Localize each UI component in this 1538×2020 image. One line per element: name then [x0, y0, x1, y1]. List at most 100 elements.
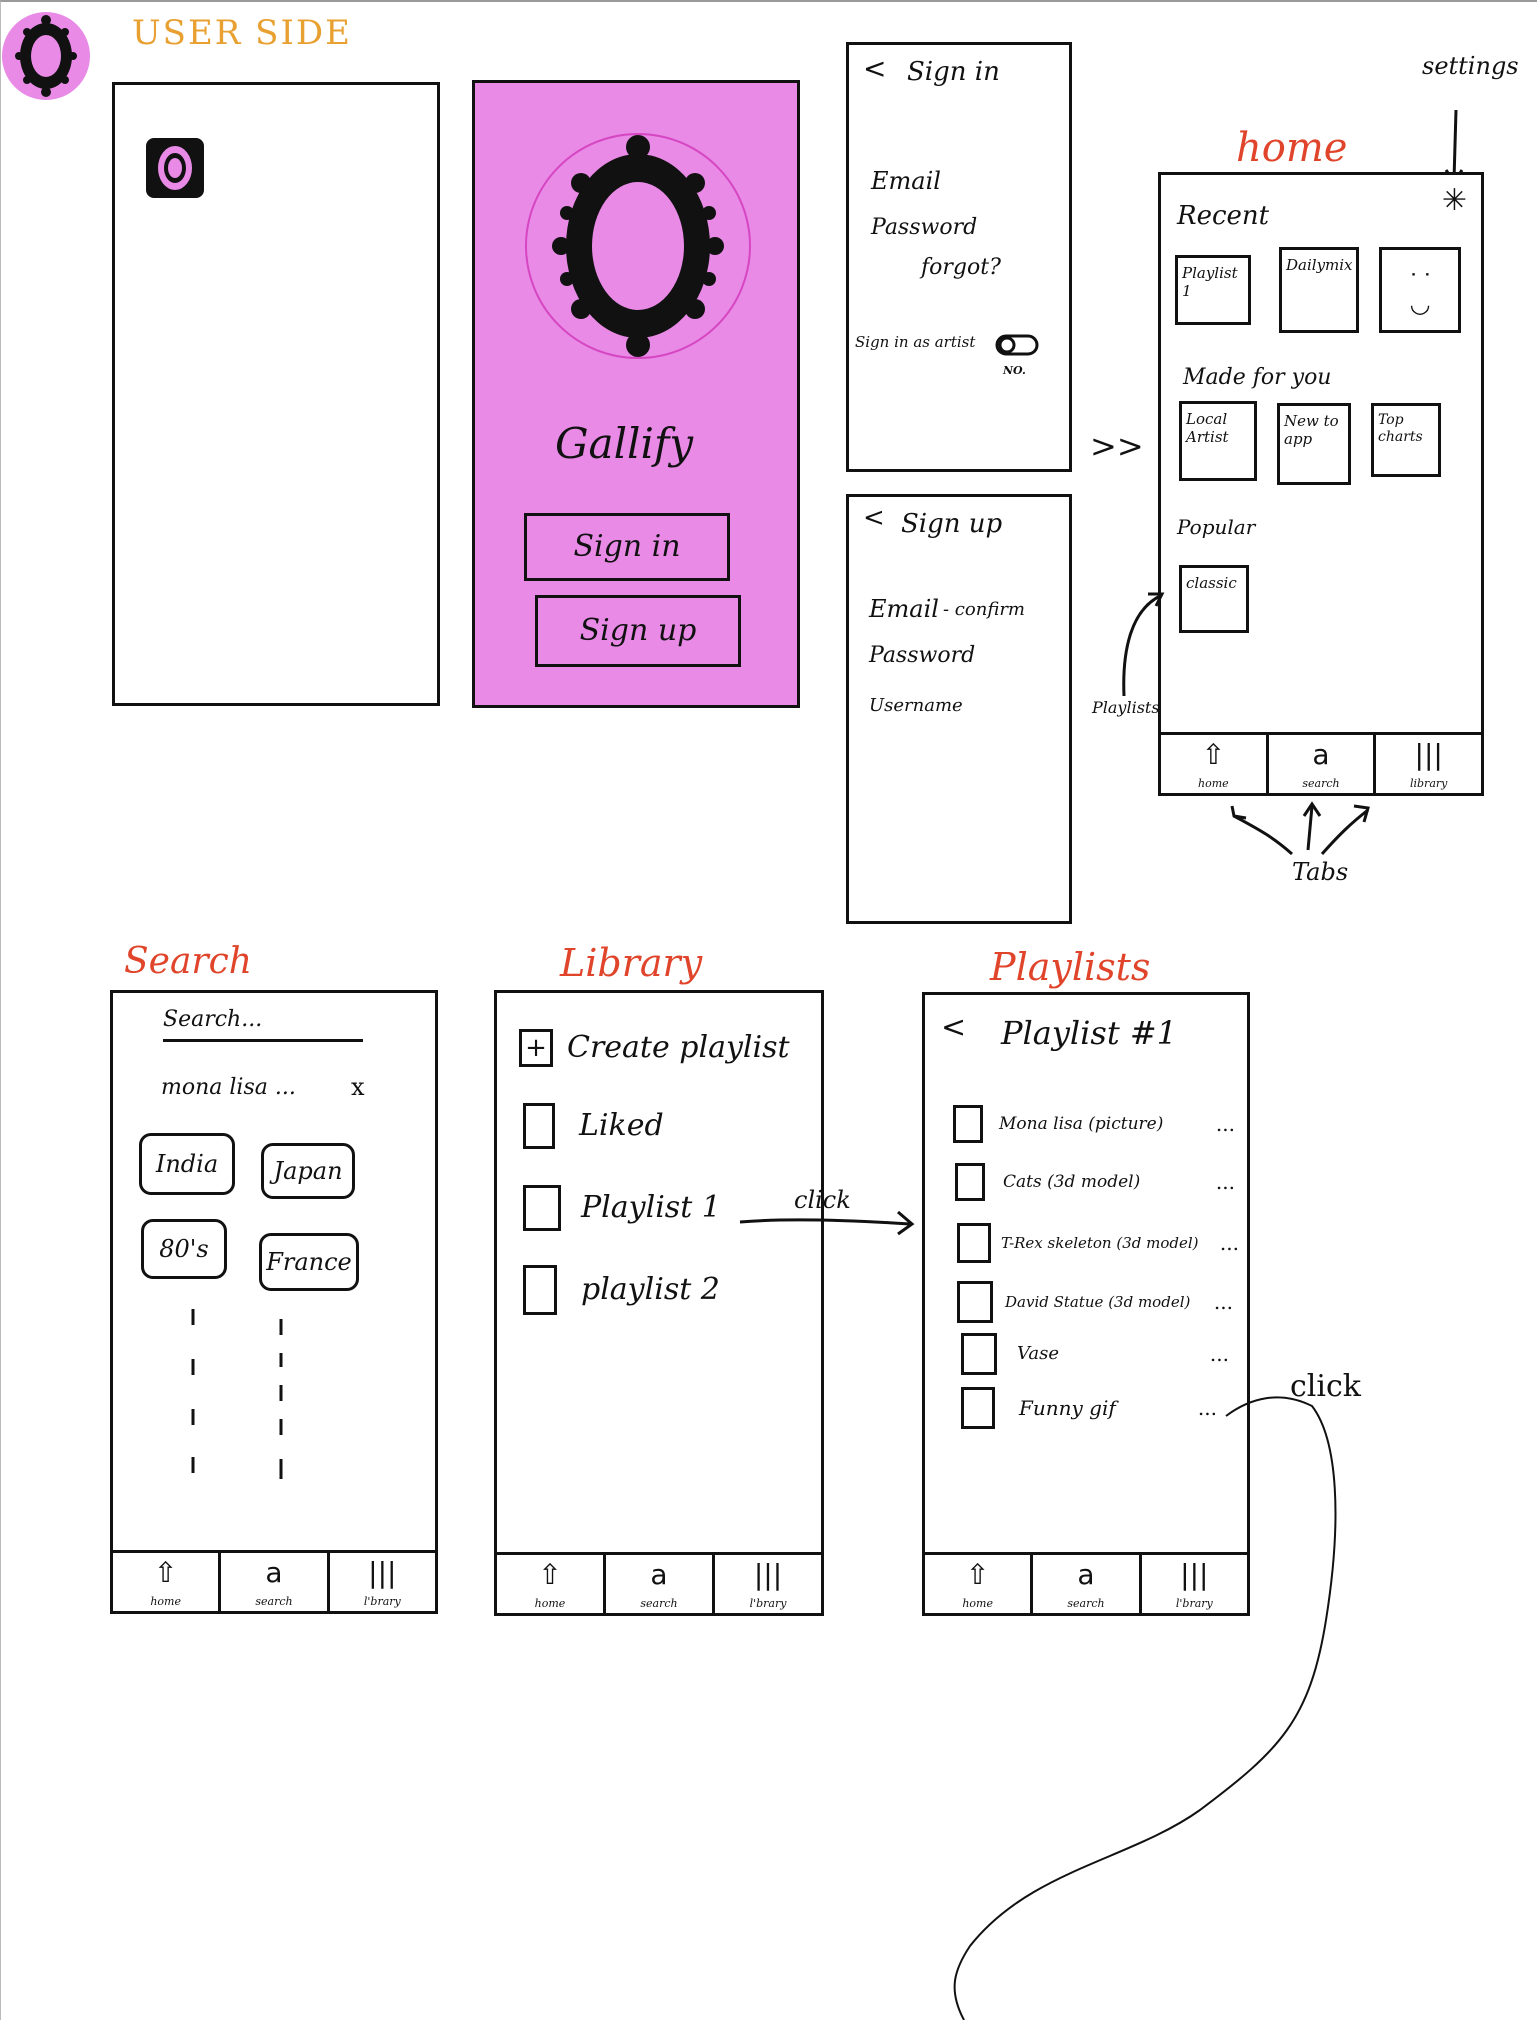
- tab-home[interactable]: ⇧home: [497, 1555, 606, 1613]
- email-field[interactable]: Email: [869, 595, 939, 623]
- more-options-icon[interactable]: ...: [1215, 1112, 1235, 1136]
- item-thumbnail: [957, 1223, 991, 1263]
- tab-search-label: search: [1302, 777, 1340, 790]
- tab-library-label: l'brary: [749, 1597, 787, 1610]
- made-for-you-tile-new-to-app[interactable]: New to app: [1277, 403, 1351, 485]
- email-field[interactable]: Email: [871, 167, 941, 195]
- tab-search-label: search: [255, 1595, 293, 1608]
- library-item[interactable]: Playlist 1: [523, 1185, 721, 1231]
- tab-search[interactable]: a search: [606, 1555, 715, 1613]
- tab-library[interactable]: ||| l'brary: [1142, 1555, 1247, 1613]
- search-input[interactable]: Search...: [163, 1009, 363, 1042]
- playlists-section-title: Playlists: [990, 945, 1151, 989]
- search-icon: a: [650, 1558, 668, 1591]
- recent-search-query[interactable]: mona lisa ...: [161, 1075, 296, 1100]
- username-field[interactable]: Username: [869, 695, 963, 716]
- category-india[interactable]: India: [139, 1133, 235, 1195]
- made-for-you-tile-top-charts[interactable]: Top charts: [1371, 403, 1441, 477]
- phone-search-screen: Search... mona lisa ... x India Japan 80…: [110, 990, 438, 1614]
- clear-search-icon[interactable]: x: [351, 1073, 365, 1101]
- made-for-you-tile-local-artist[interactable]: Local Artist: [1179, 401, 1257, 481]
- back-chevron-icon[interactable]: <: [941, 1010, 967, 1045]
- playlist-item[interactable]: Cats (3d model) ...: [955, 1163, 1235, 1201]
- create-playlist-row[interactable]: + Create playlist: [519, 1029, 790, 1067]
- settings-icon[interactable]: ✳: [1441, 183, 1467, 218]
- more-options-icon[interactable]: ...: [1197, 1396, 1217, 1420]
- library-item[interactable]: playlist 2: [523, 1265, 720, 1315]
- phone-sign-in-screen: < Sign in Email Password forgot? Sign in…: [846, 42, 1072, 472]
- item-thumbnail: [523, 1185, 561, 1231]
- tabs-annotation-arrows-icon: [1230, 801, 1370, 856]
- more-options-icon[interactable]: ...: [1209, 1342, 1229, 1366]
- tab-bar: ⇧home a search |||l'brary: [497, 1552, 821, 1613]
- tab-library-label: l'brary: [1175, 1597, 1213, 1610]
- email-confirm-field[interactable]: - confirm: [943, 599, 1025, 620]
- playlist-item[interactable]: Vase ...: [961, 1333, 1229, 1375]
- tab-search[interactable]: a search: [221, 1553, 330, 1611]
- search-icon: a: [265, 1556, 283, 1589]
- category-france[interactable]: France: [259, 1233, 359, 1291]
- page-title: USER SIDE: [132, 13, 352, 53]
- tabs-annotation: Tabs: [1292, 858, 1349, 886]
- password-field[interactable]: Password: [869, 643, 976, 668]
- more-options-icon[interactable]: ...: [1219, 1231, 1239, 1255]
- sign-in-title: Sign in: [907, 57, 1000, 87]
- create-playlist-label: Create playlist: [567, 1030, 790, 1065]
- more-options-icon[interactable]: ...: [1215, 1170, 1235, 1194]
- library-icon: |||: [1180, 1558, 1209, 1591]
- recent-tile-playlist-1[interactable]: Playlist 1: [1175, 255, 1251, 325]
- tab-home[interactable]: ⇧ home: [925, 1555, 1034, 1613]
- forgot-link[interactable]: forgot?: [921, 255, 1001, 280]
- recent-tile-dailymix[interactable]: Dailymix: [1279, 247, 1359, 333]
- tab-library[interactable]: |||l'brary: [330, 1553, 435, 1611]
- artist-toggle-switch[interactable]: [995, 333, 1041, 357]
- playlist-item-label: T-Rex skeleton (3d model): [1001, 1233, 1199, 1252]
- library-icon: |||: [1414, 738, 1443, 771]
- back-chevron-icon[interactable]: <: [863, 503, 885, 533]
- tab-home-label: home: [962, 1597, 993, 1610]
- category-japan[interactable]: Japan: [261, 1143, 355, 1199]
- home-icon: ⇧: [965, 1558, 990, 1591]
- item-thumbnail: [957, 1281, 993, 1323]
- search-section-title: Search: [124, 941, 252, 982]
- popular-tile-classic[interactable]: classic: [1179, 565, 1249, 633]
- artist-toggle-label: Sign in as artist: [855, 333, 976, 351]
- tab-search-label: search: [640, 1597, 678, 1610]
- more-categories-ellipsis-icon: [191, 1309, 283, 1479]
- recent-tile-smiley[interactable]: ᐧ ᐧ ◡: [1379, 247, 1461, 333]
- tab-bar: ⇧home a search |||l'brary: [113, 1550, 435, 1611]
- tab-library[interactable]: |||l'brary: [715, 1555, 821, 1613]
- recent-heading: Recent: [1177, 201, 1270, 231]
- made-for-you-heading: Made for you: [1183, 365, 1332, 390]
- toggle-state-text: NO.: [1003, 364, 1026, 377]
- phone-splash-screen: Gallify Sign in Sign up: [472, 80, 800, 708]
- sign-up-button[interactable]: Sign up: [535, 595, 741, 667]
- app-icon[interactable]: [145, 137, 205, 199]
- tab-home[interactable]: ⇧home: [113, 1553, 222, 1611]
- playlist-item[interactable]: Mona lisa (picture) ...: [953, 1105, 1235, 1143]
- more-options-icon[interactable]: ...: [1213, 1290, 1233, 1314]
- item-thumbnail: [523, 1265, 557, 1315]
- password-field[interactable]: Password: [871, 215, 978, 240]
- home-icon: ⇧: [538, 1558, 562, 1591]
- category-80s[interactable]: 80's: [141, 1219, 227, 1279]
- library-item[interactable]: Liked: [523, 1103, 664, 1149]
- tab-library[interactable]: |||library: [1376, 735, 1481, 793]
- playlist-item-label: Cats (3d model): [1003, 1171, 1141, 1192]
- playlist-item[interactable]: Funny gif ...: [961, 1387, 1217, 1429]
- sign-in-button[interactable]: Sign in: [524, 513, 730, 581]
- playlist-item[interactable]: David Statue (3d model) ...: [957, 1281, 1233, 1323]
- back-chevron-icon[interactable]: <: [863, 52, 887, 85]
- item-thumbnail: [961, 1333, 997, 1375]
- item-thumbnail: [955, 1163, 985, 1201]
- playlist-item[interactable]: T-Rex skeleton (3d model) ...: [957, 1223, 1239, 1263]
- playlists-annotation: Playlists: [1092, 698, 1160, 717]
- tab-search-label: search: [1067, 1597, 1105, 1610]
- library-section-title: Library: [560, 941, 703, 985]
- library-icon: |||: [368, 1556, 397, 1589]
- playlist-item-label: Mona lisa (picture): [999, 1113, 1164, 1134]
- tab-home[interactable]: ⇧home: [1161, 735, 1269, 793]
